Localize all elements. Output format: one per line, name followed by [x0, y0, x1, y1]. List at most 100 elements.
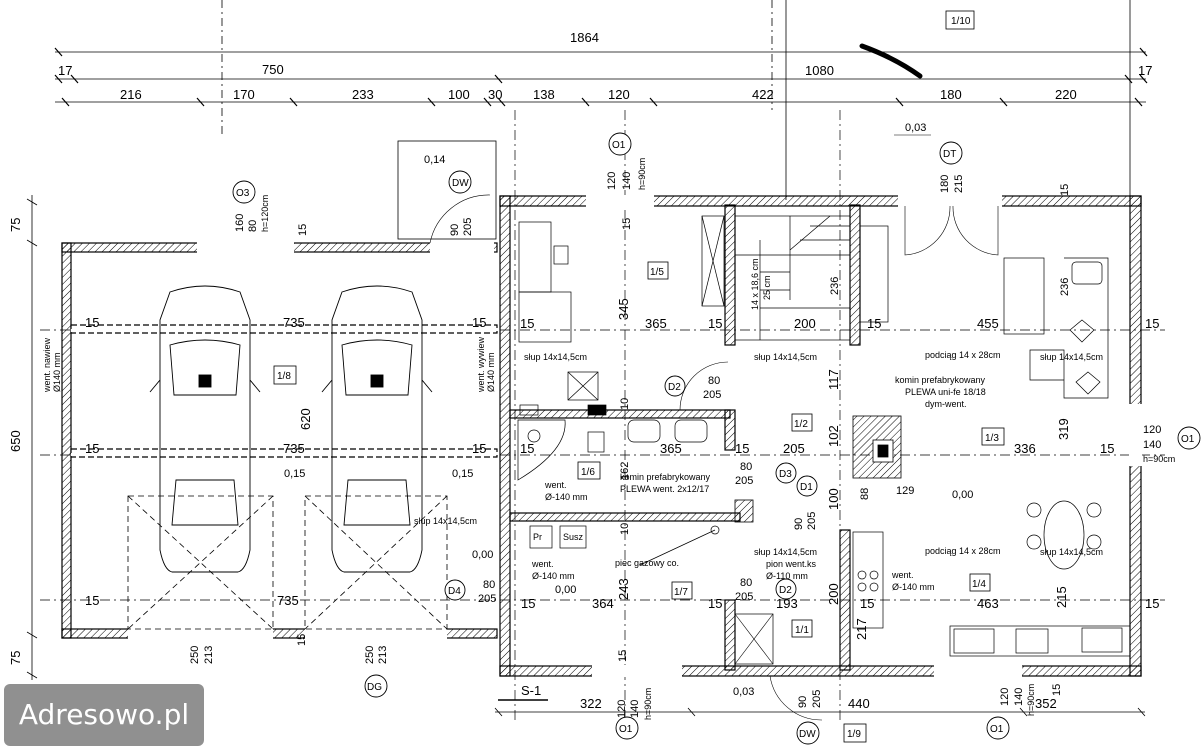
o1-bl-dim-140: 140	[629, 700, 641, 718]
o3-dim-15: 15	[297, 224, 309, 236]
beam-label-2: podciąg 14 x 28cm	[925, 546, 1001, 556]
o1-top-dim-15: 15	[621, 218, 633, 230]
r11-dim-200: 200	[826, 583, 841, 605]
r13-dim-336: 336	[1014, 441, 1036, 456]
vent-stack-label: pion went.ks	[766, 559, 817, 569]
o1-br-dim-h90: h=90cm	[1026, 684, 1036, 716]
door-tag-d1-label: D1	[800, 482, 813, 493]
r13-dim-455: 455	[977, 316, 999, 331]
bottom-dim-440: 440	[848, 696, 870, 711]
level-014: 0,14	[424, 154, 445, 166]
window-tag-o1-right	[1177, 426, 1201, 450]
room-tag-1-4-box	[969, 573, 991, 592]
dt-dim-180: 180	[939, 175, 951, 193]
vent-label-kitchen: went.	[891, 570, 914, 580]
bottom-dimension-line	[494, 707, 1146, 717]
r13-dim-236: 236	[1059, 278, 1071, 296]
d4-dim-80: 80	[483, 579, 495, 591]
room-tag-1-2-box	[791, 413, 813, 432]
door-tag-dg	[364, 674, 388, 698]
dg-right-dim-213: 213	[377, 646, 389, 664]
chimney-label-1: komin prefabrykowany	[895, 375, 986, 385]
door-tag-d3	[775, 462, 797, 484]
door-tag-d4-label: D4	[448, 586, 461, 597]
top-dimension-lines	[54, 0, 1148, 200]
room-1-5-furniture	[518, 221, 599, 401]
o1-bl-dim-15: 15	[617, 650, 629, 662]
window-tag-o1-bottom-left-label: O1	[619, 724, 633, 735]
r17-dim-15-b: 15	[708, 596, 722, 611]
r14-dim-15-left: 15	[860, 596, 874, 611]
column-label-5: słup 14x14,5cm	[414, 516, 477, 526]
d3-dim-205: 205	[735, 475, 753, 487]
d1-dim-205: 205	[806, 512, 818, 530]
room-tag-1-5-box	[647, 261, 669, 280]
o1-top-dim-120: 120	[606, 172, 618, 190]
d2-lower-dim-80: 80	[740, 577, 752, 589]
dim-120: 120	[608, 87, 630, 102]
garage-dim-735-mid: 735	[283, 441, 305, 456]
r16-dim-10-top: 10	[619, 398, 631, 410]
section-s1: S-1	[521, 683, 541, 698]
room-tag-1-1-box	[791, 619, 813, 638]
fixture-susz: Susz	[563, 532, 584, 542]
o1-br-dim-120: 120	[999, 688, 1011, 706]
dim-total-width: 1864	[570, 30, 599, 45]
r17-dim-15: 15	[521, 596, 535, 611]
vent-stack-diameter: Ø-110 mm	[766, 571, 808, 581]
dim-garage-width: 750	[262, 62, 284, 77]
r17-dim-364: 364	[592, 596, 614, 611]
dim-216: 216	[120, 87, 142, 102]
watermark-logo: Adresowo.pl	[4, 684, 204, 746]
door-tag-dw-top	[448, 170, 472, 194]
vent-exhaust-diameter: Ø140 mm	[486, 352, 496, 392]
room-tag-1-7: 1/7	[674, 587, 688, 598]
left-dimension-line	[26, 195, 38, 680]
garage-dim-735-top: 735	[283, 315, 305, 330]
walls	[61, 195, 1142, 677]
r12-dim-365: 365	[660, 441, 682, 456]
window-tag-o1-bottom-right-label: O1	[990, 724, 1004, 735]
dim-180: 180	[940, 87, 962, 102]
room-tag-1-4: 1/4	[972, 579, 986, 590]
door-tag-dg-label: DG	[367, 682, 382, 693]
garage-dim-15-d: 15	[472, 315, 486, 330]
window-tag-o1-right-label: O1	[1181, 434, 1195, 445]
door-tag-dw-bottom	[796, 721, 820, 745]
door-tag-dw-top-label: DW	[452, 178, 469, 189]
vent-exhaust-label: went. wywiew	[476, 336, 486, 393]
door-tag-d3-label: D3	[779, 469, 792, 480]
car-right	[321, 285, 433, 573]
door-tag-dt	[939, 141, 963, 165]
stair-steps: 14 x 18,6 cm	[750, 258, 760, 310]
vent-label-bath: went.	[544, 480, 567, 490]
fixture-pr: Pr	[533, 532, 542, 542]
window-tag-o3-label: O3	[236, 188, 250, 199]
d3-dim-80: 80	[740, 461, 752, 473]
r12-dim-117: 117	[826, 369, 841, 390]
window-tag-o1-top	[608, 132, 632, 156]
dw-bottom-dim-205: 205	[811, 690, 823, 708]
door-tag-dt-label: DT	[943, 149, 956, 160]
room-tag-1-9: 1/9	[847, 729, 861, 740]
window-tag-o1-bottom-right	[986, 716, 1010, 740]
r14-dim-463: 463	[977, 596, 999, 611]
vent-diameter-bath: Ø-140 mm	[545, 492, 588, 502]
o3-dim-h120: h=120cm	[260, 195, 270, 232]
room-tag-1-6-box	[577, 461, 601, 480]
dt-dim-215: 215	[953, 175, 965, 193]
dim-house-width: 1080	[805, 63, 834, 78]
r17-dim-10: 10	[619, 523, 631, 535]
r13-dim-319: 319	[1056, 418, 1071, 440]
o1-right-dim-120: 120	[1143, 424, 1161, 436]
room-tag-1-3-box	[981, 427, 1005, 446]
chimney-dim-129: 129	[896, 485, 914, 497]
column-label-3: słup 14x14,5cm	[1040, 352, 1103, 362]
door-tag-d1	[796, 475, 818, 497]
d1-dim-90: 90	[793, 518, 805, 530]
dg-dim-15: 15	[296, 634, 308, 646]
r11-dim-217: 217	[854, 618, 869, 640]
vent-diameter-kitchen: Ø-140 mm	[892, 582, 935, 592]
dw-dim-205: 205	[462, 218, 474, 236]
d2-lower-dim-205: 205	[735, 591, 753, 603]
